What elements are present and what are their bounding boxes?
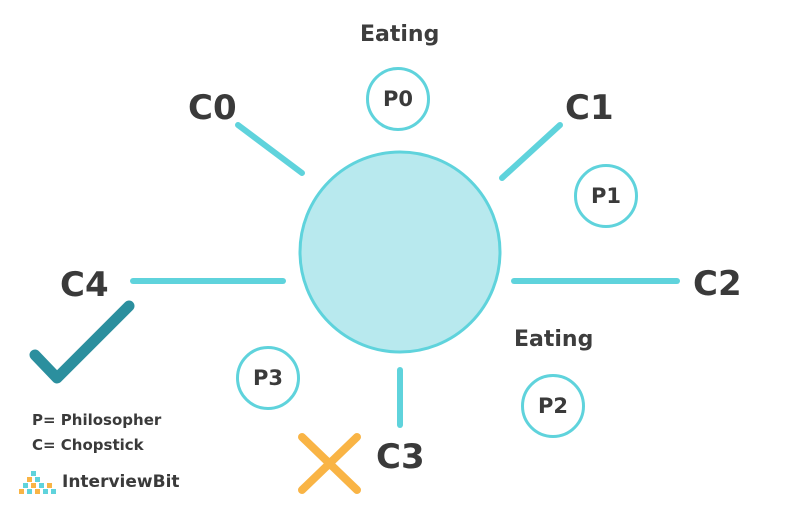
legend-chopstick: C= Chopstick: [32, 436, 144, 454]
brand-name: InterviewBit: [62, 472, 180, 492]
chopstick-label-c2: C2: [693, 264, 742, 304]
round-table: [298, 150, 502, 354]
interviewbit-logo-icon: [19, 471, 56, 494]
cross-mark-icon: [298, 433, 361, 494]
status-label-p0: Eating: [360, 22, 440, 47]
philosopher-label-p0: P0: [382, 87, 413, 111]
philosopher-label-p2: P2: [537, 394, 568, 418]
chopstick-c0: [235, 122, 305, 176]
chopstick-label-c3: C3: [376, 437, 425, 477]
chopstick-label-c1: C1: [565, 88, 614, 128]
status-label-p2: Eating: [514, 327, 594, 352]
legend-philosopher: P= Philosopher: [32, 411, 162, 429]
philosopher-p3: P3: [236, 346, 300, 410]
philosopher-p2: P2: [521, 374, 585, 438]
check-mark-icon: [29, 300, 135, 384]
philosopher-p1: P1: [574, 164, 638, 228]
chopstick-label-c4: C4: [60, 265, 109, 305]
brand: InterviewBit: [58, 472, 180, 492]
chopstick-c1: [499, 122, 563, 181]
chopstick-label-c0: C0: [188, 88, 237, 128]
philosopher-p0: P0: [366, 67, 430, 131]
philosopher-label-p1: P1: [590, 184, 621, 208]
philosopher-label-p3: P3: [252, 366, 283, 390]
